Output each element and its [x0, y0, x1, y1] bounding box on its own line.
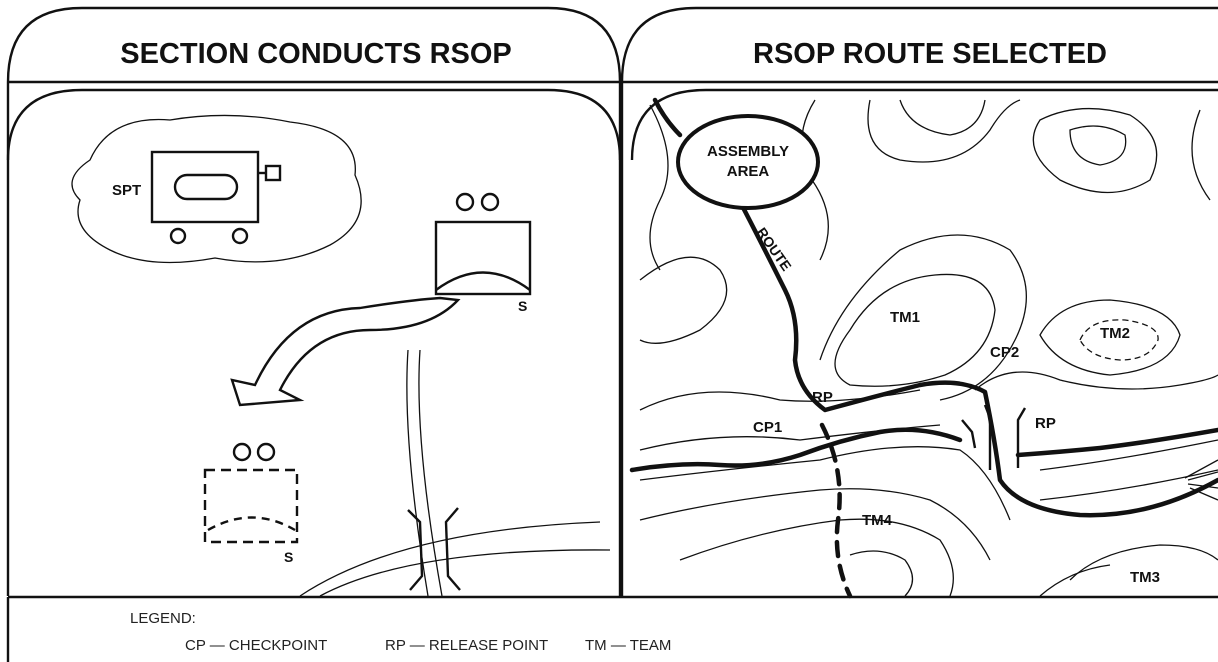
label-cp1: CP1	[753, 419, 782, 436]
label-cp2: CP2	[990, 344, 1019, 361]
assembly-area-label-2: AREA	[727, 163, 770, 180]
right-header-frame	[620, 6, 1218, 596]
road-curve-upper	[299, 521, 601, 597]
legend-item-tm: TM — TEAM	[585, 637, 671, 654]
road-curve-lower	[319, 549, 611, 597]
right-scene-frame	[630, 88, 1218, 161]
left-scene-frame	[6, 88, 622, 161]
bridge-right	[444, 507, 461, 591]
spt-label: SPT	[112, 182, 141, 199]
spt-cloud	[71, 114, 362, 264]
right-panel-title: RSOP ROUTE SELECTED	[753, 38, 1107, 70]
bridge-symbol-1	[961, 419, 977, 449]
assembly-area	[676, 114, 820, 210]
river-east	[1015, 427, 1218, 458]
spt-vehicle-hitch	[264, 164, 282, 182]
legend-title: LEGEND:	[130, 610, 196, 627]
bridge-symbol-3	[1016, 407, 1027, 468]
right-panel: RSOP ROUTE SELECTED	[620, 6, 1218, 599]
spt-wheel-right	[231, 227, 249, 245]
vehicle-s-box	[434, 220, 532, 296]
vehicle-light-right	[480, 192, 500, 212]
dashed-vehicle-arc	[207, 516, 296, 532]
bridge-left	[407, 509, 424, 591]
label-tm2: TM2	[1100, 325, 1130, 342]
vehicle-light-left	[455, 192, 475, 212]
left-panel: SECTION CONDUCTS RSOP SPT S S	[6, 6, 622, 597]
contour-lines	[639, 99, 1218, 597]
bridge-symbol-2	[983, 404, 992, 470]
vehicle-s-arc	[435, 271, 531, 291]
movement-arrow	[230, 296, 461, 407]
label-tm3: TM3	[1130, 569, 1160, 586]
left-panel-title: SECTION CONDUCTS RSOP	[120, 38, 512, 70]
dashed-vehicle-box	[203, 468, 299, 544]
river	[629, 427, 963, 473]
vehicle-s-label: S	[518, 298, 527, 314]
dashed-vehicle-light-left	[232, 442, 252, 462]
label-rp2: RP	[1035, 415, 1056, 432]
legend: LEGEND: CP — CHECKPOINT RP — RELEASE POI…	[6, 595, 1218, 662]
spt-wheel-left	[169, 227, 187, 245]
label-rp1: RP	[812, 389, 833, 406]
route-line	[732, 189, 1218, 518]
route-dashed	[819, 422, 853, 599]
dashed-vehicle-label: S	[284, 549, 293, 565]
route-fork-east	[1184, 459, 1218, 501]
label-tm1: TM1	[890, 309, 920, 326]
legend-item-rp: RP — RELEASE POINT	[385, 637, 548, 654]
dashed-vehicle-light-right	[256, 442, 276, 462]
legend-item-cp: CP — CHECKPOINT	[185, 637, 327, 654]
spt-vehicle-window	[173, 173, 239, 201]
assembly-area-label-1: ASSEMBLY	[707, 143, 789, 160]
left-header-frame	[6, 6, 622, 596]
road-right-edge	[418, 349, 443, 597]
spt-vehicle-body	[150, 150, 260, 224]
label-tm4: TM4	[862, 512, 893, 529]
route-branch-west	[652, 97, 683, 138]
road-left-edge	[406, 349, 429, 597]
